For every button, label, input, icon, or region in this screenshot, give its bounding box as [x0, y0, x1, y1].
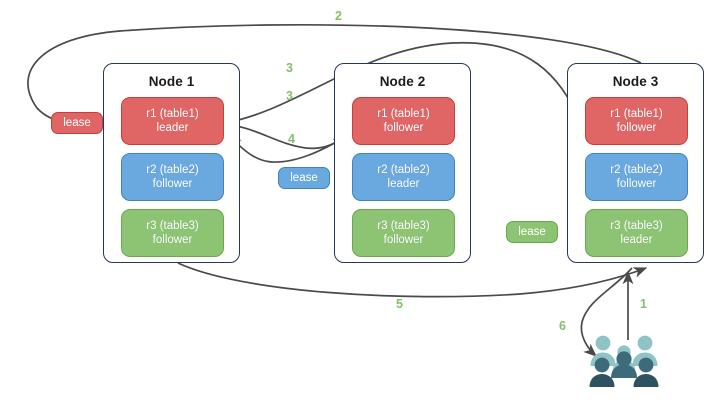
replica-name: r3 (table3) [610, 220, 663, 232]
step-label-4: 4 [288, 132, 295, 146]
lease-label: lease [290, 172, 318, 184]
node-box-node2[interactable]: Node 2 r1 (table1) follower r2 (table2) … [334, 63, 471, 263]
node-title: Node 2 [379, 74, 426, 89]
edge-3-upper [220, 41, 579, 125]
replica-name: r1 (table1) [377, 108, 430, 120]
lease-badge-r3[interactable]: lease [506, 221, 558, 243]
replica-node2-r2[interactable]: r2 (table2) leader [352, 153, 455, 201]
lease-label: lease [63, 117, 91, 129]
replica-role: follower [616, 178, 657, 190]
node-title: Node 3 [612, 74, 659, 89]
replica-node3-r1[interactable]: r1 (table1) follower [585, 97, 688, 145]
edge-6 [580, 267, 633, 357]
replica-node2-r1[interactable]: r1 (table1) follower [352, 97, 455, 145]
step-label-5: 5 [396, 297, 403, 311]
node-title: Node 1 [148, 74, 195, 89]
replica-node3-r2[interactable]: r2 (table2) follower [585, 153, 688, 201]
replica-name: r1 (table1) [610, 108, 663, 120]
replica-role: follower [152, 178, 193, 190]
replica-role: leader [156, 122, 189, 134]
replica-name: r2 (table2) [377, 164, 430, 176]
step-label-6: 6 [559, 319, 566, 333]
replica-node1-r1[interactable]: r1 (table1) leader [121, 97, 224, 145]
replica-role: follower [383, 122, 424, 134]
replica-node1-r2[interactable]: r2 (table2) follower [121, 153, 224, 201]
step-label-2: 2 [335, 9, 342, 23]
replica-role: leader [620, 234, 653, 246]
replica-name: r3 (table3) [146, 220, 199, 232]
replica-name: r3 (table3) [377, 220, 430, 232]
replica-role: follower [616, 122, 657, 134]
node-box-node1[interactable]: Node 1 r1 (table1) leader r2 (table2) fo… [103, 63, 240, 263]
replica-role: follower [152, 234, 193, 246]
step-label-3a: 3 [286, 61, 293, 75]
edge-5 [177, 262, 648, 298]
lease-badge-r1[interactable]: lease [51, 112, 103, 134]
people-group-icon [589, 335, 659, 387]
edge-2 [27, 23, 642, 128]
lease-badge-r2[interactable]: lease [278, 167, 330, 189]
replica-node1-r3[interactable]: r3 (table3) follower [121, 209, 224, 257]
lease-label: lease [518, 226, 546, 238]
replica-role: leader [387, 178, 420, 190]
replica-name: r2 (table2) [610, 164, 663, 176]
node-box-node3[interactable]: Node 3 r1 (table1) follower r2 (table2) … [567, 63, 704, 263]
replica-node3-r3[interactable]: r3 (table3) leader [585, 209, 688, 257]
replica-role: follower [383, 234, 424, 246]
step-label-1: 1 [640, 297, 647, 311]
replica-name: r2 (table2) [146, 164, 199, 176]
edge-4 [227, 135, 346, 163]
step-label-3b: 3 [286, 89, 293, 103]
replica-name: r1 (table1) [146, 108, 199, 120]
replica-node2-r3[interactable]: r3 (table3) follower [352, 209, 455, 257]
